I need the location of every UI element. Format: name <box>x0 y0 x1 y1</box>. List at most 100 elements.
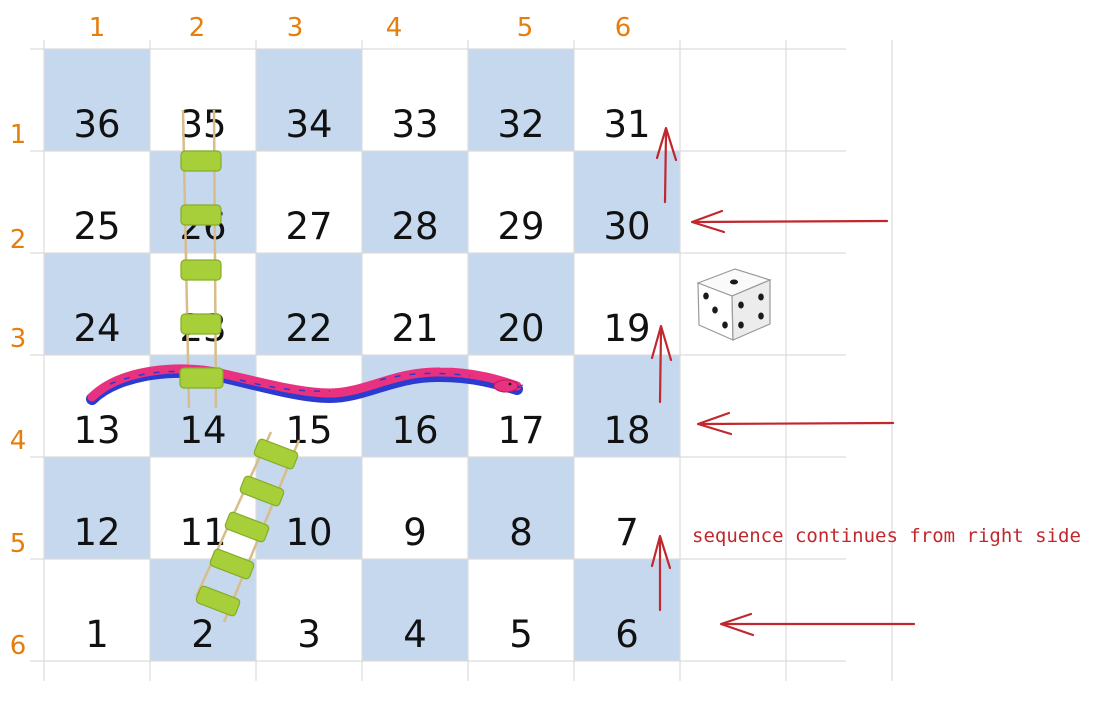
board-cells <box>44 49 680 661</box>
snake-icon <box>86 364 524 405</box>
row-header: 5 <box>10 529 27 559</box>
cell-number: 27 <box>285 205 332 248</box>
cell-number: 5 <box>509 613 533 656</box>
board-cell-blue <box>44 457 150 559</box>
dice-pip <box>738 321 744 329</box>
dice-pip <box>758 293 764 301</box>
dice-pip <box>730 279 738 285</box>
cell-number: 3 <box>297 613 321 656</box>
cell-number: 13 <box>73 409 120 452</box>
cell-number: 24 <box>73 307 120 350</box>
annotation-text: sequence continues from right side <box>692 525 1081 547</box>
cell-number: 7 <box>615 511 639 554</box>
cell-number: 9 <box>403 511 427 554</box>
snake-body <box>87 364 522 402</box>
column-header: 1 <box>89 13 106 43</box>
snake-head <box>493 379 519 393</box>
board-cell-blue <box>44 49 150 151</box>
cell-number: 18 <box>603 409 650 452</box>
column-header: 5 <box>517 13 534 43</box>
board-cell-blue <box>574 151 680 253</box>
column-header: 3 <box>287 13 304 43</box>
cell-number: 1 <box>85 613 109 656</box>
column-headers: 1 2 3 4 5 6 <box>89 13 632 43</box>
cell-number: 15 <box>285 409 332 452</box>
board-cell-blue <box>468 49 574 151</box>
cell-number: 30 <box>603 205 650 248</box>
ladder-rung <box>239 475 285 507</box>
column-header: 4 <box>386 13 403 43</box>
board-cell-blue <box>468 457 574 559</box>
cell-number: 6 <box>615 613 639 656</box>
board-cell-blue <box>362 151 468 253</box>
cell-number: 21 <box>391 307 438 350</box>
column-header: 6 <box>615 13 632 43</box>
red-arrows <box>650 126 916 637</box>
cell-number: 28 <box>391 205 438 248</box>
ladder-rung <box>180 204 222 226</box>
cell-number: 25 <box>73 205 120 248</box>
ladder-rung <box>253 438 299 470</box>
cell-number: 32 <box>497 103 544 146</box>
board-cell-blue <box>256 49 362 151</box>
arrow-up-icon <box>650 534 672 612</box>
dice-pip <box>738 301 744 309</box>
row-header: 2 <box>10 225 27 255</box>
cell-number: 12 <box>73 511 120 554</box>
dice-five-icon <box>696 268 772 341</box>
cell-number: 36 <box>73 103 120 146</box>
cell-number: 29 <box>497 205 544 248</box>
cell-numbers: 3635343332312526272829302423222120191314… <box>73 103 650 656</box>
ladder-rung <box>195 585 241 617</box>
board-cell-blue <box>44 253 150 355</box>
row-header: 6 <box>10 631 27 661</box>
row-header: 4 <box>10 426 27 456</box>
row-header: 1 <box>10 120 27 150</box>
arrow-up-icon <box>650 324 673 404</box>
ladder-rung <box>179 367 224 389</box>
cell-number: 22 <box>285 307 332 350</box>
ladder-top-icon <box>180 109 222 409</box>
row-headers: 1 2 3 4 5 6 <box>10 120 27 661</box>
cell-number: 35 <box>179 103 226 146</box>
ladder-rung <box>224 511 270 543</box>
board-cell-blue <box>256 253 362 355</box>
dice-pip <box>712 306 718 314</box>
cell-number: 33 <box>391 103 438 146</box>
arrow-left-icon <box>696 411 895 436</box>
cell-number: 16 <box>391 409 438 452</box>
cell-number: 14 <box>179 409 226 452</box>
board-cell-blue <box>468 253 574 355</box>
arrow-left-icon <box>719 612 916 637</box>
cell-number: 17 <box>497 409 544 452</box>
snake-eye <box>508 382 512 386</box>
snake-pattern <box>109 370 471 392</box>
dice-pip <box>703 292 709 300</box>
ladder-rung <box>180 150 222 172</box>
board-grid <box>30 40 893 681</box>
board-cell-blue <box>256 457 362 559</box>
cell-number: 8 <box>509 511 533 554</box>
dice-pip <box>722 321 728 329</box>
ladder-bottom-icon <box>194 431 301 623</box>
cell-number: 19 <box>603 307 650 350</box>
arrow-left-icon <box>690 209 889 234</box>
ladder-rung <box>209 548 255 580</box>
cell-number: 20 <box>497 307 544 350</box>
dice-pip <box>758 312 764 320</box>
snake-tongue <box>516 384 524 389</box>
board-cell-blue <box>362 559 468 661</box>
row-header: 3 <box>10 324 27 354</box>
cell-number: 4 <box>403 613 427 656</box>
column-header: 2 <box>189 13 206 43</box>
arrow-up-icon <box>655 126 678 204</box>
board-cell-blue <box>574 559 680 661</box>
cell-number: 31 <box>603 103 650 146</box>
board-cell-blue <box>574 355 680 457</box>
ladder-rung <box>180 259 222 281</box>
ladder-rung <box>180 313 222 335</box>
cell-number: 10 <box>285 511 332 554</box>
cell-number: 2 <box>191 613 215 656</box>
cell-number: 34 <box>285 103 332 146</box>
